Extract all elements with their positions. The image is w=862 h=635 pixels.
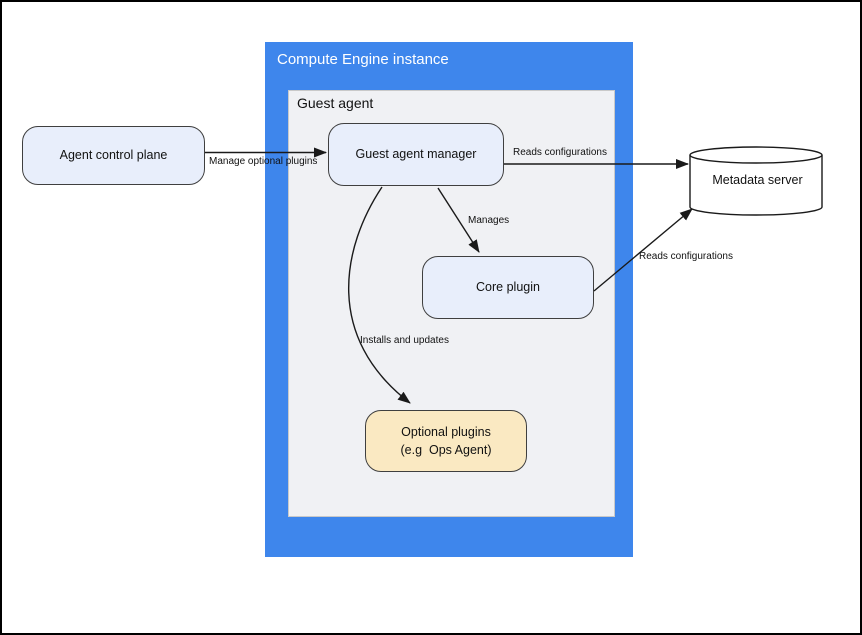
node-agent-control-plane-label: Agent control plane: [59, 148, 168, 163]
cylinder-top: [689, 146, 823, 164]
node-guest-agent-manager: Guest agent manager: [328, 123, 504, 186]
container-title: Compute Engine instance: [277, 51, 449, 68]
node-core-plugin: Core plugin: [422, 256, 594, 319]
node-optional-plugins: Optional plugins (e.g Ops Agent): [365, 410, 527, 472]
metadata-server-cylinder: [689, 146, 823, 216]
cylinder-body: [689, 155, 823, 216]
node-agent-control-plane: Agent control plane: [22, 126, 205, 185]
edge-label-manager-reads-configurations: Reads configurations: [513, 147, 607, 158]
guest-agent-panel-label: Guest agent: [297, 95, 374, 111]
node-optional-plugins-label-line2: (e.g Ops Agent): [400, 443, 492, 457]
edge-label-manage-optional-plugins: Manage optional plugins: [209, 156, 318, 167]
node-core-plugin-label: Core plugin: [476, 280, 540, 295]
edge-label-core-reads-configurations: Reads configurations: [639, 251, 733, 262]
node-guest-agent-manager-label: Guest agent manager: [355, 147, 477, 162]
node-metadata-server-label: Metadata server: [712, 173, 803, 187]
edge-label-manages: Manages: [468, 215, 510, 226]
node-optional-plugins-label-line1: Optional plugins: [401, 424, 491, 439]
edge-label-installs-and-updates: Installs and updates: [360, 335, 449, 346]
